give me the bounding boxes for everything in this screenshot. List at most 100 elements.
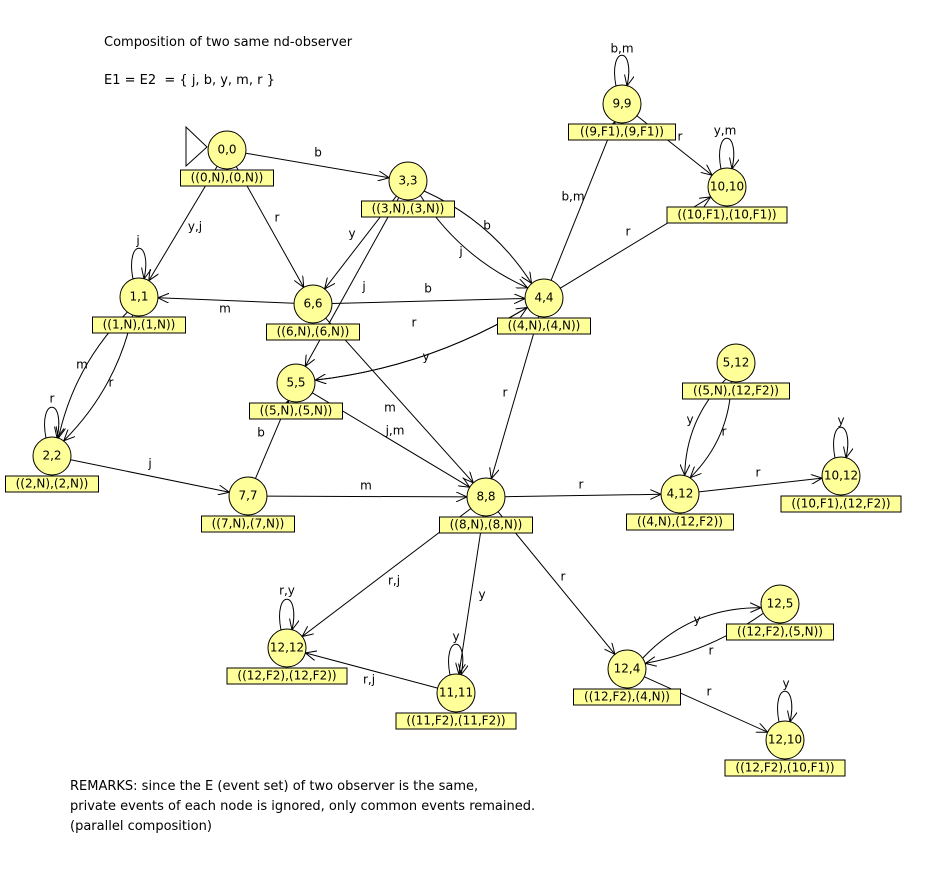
state-circle[interactable] — [716, 343, 756, 383]
state-tag-box — [573, 688, 681, 706]
self-loop-arrow — [131, 248, 146, 279]
state-circle[interactable] — [765, 720, 805, 760]
transition-arrow — [491, 316, 540, 479]
state-node-2-2[interactable]: 2,2 ((2,N),(2,N)) — [5, 436, 99, 493]
state-circle[interactable] — [207, 130, 247, 170]
state-tag: ((4,N),(12,F2)) — [637, 515, 723, 529]
edge-label: r — [707, 685, 712, 699]
self-loop-arrow — [44, 407, 59, 438]
edge-6-6-to-4-4: b — [331, 282, 525, 305]
state-node-6-6[interactable]: 6,6((6,N),(6,N)) — [266, 284, 360, 341]
state-circle[interactable] — [660, 474, 700, 514]
state-node-4-4[interactable]: 4,4((4,N),(4,N)) — [497, 278, 591, 335]
state-id: 10,12 — [824, 469, 858, 483]
edge-label: j — [361, 280, 365, 294]
state-tag: ((5,N),(5,N)) — [260, 404, 333, 418]
state-node-9-9[interactable]: 9,9((9,F1),(9,F1)) — [568, 84, 676, 141]
edge-label: b,m — [610, 42, 633, 56]
state-circle[interactable] — [276, 363, 316, 403]
state-circle[interactable] — [466, 477, 506, 517]
state-id: 7,7 — [238, 489, 257, 503]
transition-arrow — [315, 307, 527, 381]
edge-12-4-to-12-10: r — [644, 676, 767, 732]
edge-label: r — [579, 478, 584, 492]
edge-label: r — [412, 316, 417, 330]
transition-arrow — [266, 496, 467, 497]
state-node-8-8[interactable]: 8,8((8,N),(8,N)) — [439, 477, 533, 534]
edge-label: y — [837, 414, 844, 428]
state-circle[interactable] — [707, 167, 747, 207]
state-tag: ((4,N),(4,N)) — [508, 319, 581, 333]
edge-8-8-to-11-11: y — [459, 515, 486, 674]
state-circle[interactable] — [228, 476, 268, 516]
state-tag: ((12,F2),(5,N)) — [737, 625, 823, 639]
state-id: 2,2 — [42, 449, 61, 463]
state-node-12-5[interactable]: 12,5((12,F2),(5,N)) — [726, 584, 834, 641]
state-circle[interactable] — [119, 277, 159, 317]
edge-6-6-to-8-8: m — [325, 317, 474, 483]
state-circle[interactable] — [602, 84, 642, 124]
state-circle[interactable] — [436, 673, 476, 713]
state-circle[interactable] — [293, 284, 333, 324]
transition-arrow — [325, 317, 474, 483]
state-node-10-12[interactable]: 10,12((10,F1),(12,F2)) — [780, 456, 902, 513]
transition-arrow — [70, 459, 230, 492]
state-tag-box — [92, 316, 186, 334]
state-node-5-12[interactable]: 5,12((5,N),(12,F2)) — [682, 343, 790, 400]
transition-arrow — [644, 676, 767, 732]
state-tag: ((3,N),(3,N)) — [372, 202, 445, 216]
edge-label: y,m — [714, 124, 737, 138]
state-id: 11,11 — [439, 686, 473, 700]
state-node-12-10[interactable]: 12,10((12,F2),(10,F1)) — [724, 720, 846, 777]
transition-arrow — [645, 612, 764, 663]
state-circle[interactable] — [760, 584, 800, 624]
transition-arrow — [550, 122, 615, 281]
state-id: 1,1 — [129, 290, 148, 304]
state-id: 3,3 — [398, 174, 417, 188]
state-node-7-7[interactable]: 7,7((7,N),(7,N)) — [201, 476, 295, 533]
state-node-10-10[interactable]: 10,10((10,F1),(10,F1)) — [666, 167, 788, 224]
edge-11-11-to-12-12: r,j — [305, 653, 438, 689]
state-circle[interactable] — [524, 278, 564, 318]
state-node-3-3[interactable]: 3,3 ((3,N),(3,N)) — [361, 161, 455, 218]
state-tag: ((8,N),(8,N)) — [450, 518, 523, 532]
self-loop-arrow — [614, 55, 629, 86]
state-tag-box — [568, 123, 676, 141]
transition-arrow — [245, 152, 390, 178]
transition-arrow — [504, 494, 661, 496]
edge-8-8-to-4-12: r — [504, 478, 661, 497]
state-node-11-11[interactable]: 11,11 ((11,F2),(11,F2)) — [395, 673, 517, 730]
edge-1-1-to-2-2: m — [64, 315, 134, 441]
state-tag: ((2,N),(2,N)) — [16, 477, 89, 491]
state-tag: ((12,F2),(10,F1)) — [735, 761, 834, 775]
state-id: 12,4 — [614, 662, 641, 676]
state-circle[interactable] — [821, 456, 861, 496]
state-circle[interactable] — [607, 649, 647, 689]
transition-arrow — [305, 197, 400, 367]
state-circle[interactable] — [32, 436, 72, 476]
transition-arrow — [497, 511, 615, 655]
edge-label: y — [782, 677, 789, 691]
edge-5-5-to-4-4: y — [315, 307, 527, 381]
remarks-line: private events of each node is ignored, … — [70, 799, 536, 814]
state-node-0-0[interactable]: 0,0((0,N),(0,N)) — [180, 125, 274, 187]
state-node-5-5[interactable]: 5,5((5,N),(5,N)) — [249, 363, 343, 420]
state-id: 10,10 — [710, 180, 744, 194]
state-node-12-12[interactable]: 12,12((12,F2),(12,F2)) — [226, 628, 348, 685]
state-node-4-12[interactable]: 4,12((4,N),(12,F2)) — [626, 474, 734, 531]
state-node-12-4[interactable]: 12,4((12,F2),(4,N)) — [573, 649, 681, 706]
edge-3-3-to-4-4: b — [424, 190, 531, 283]
state-id: 6,6 — [303, 297, 322, 311]
state-circle[interactable] — [267, 628, 307, 668]
initial-state-marker — [185, 125, 208, 168]
edge-2-2-to-7-7: j — [70, 457, 230, 493]
state-node-1-1[interactable]: 1,1((1,N),(1,N)) — [92, 277, 186, 334]
edge-label: y — [686, 413, 693, 427]
state-tag: ((11,F2),(11,F2)) — [406, 714, 505, 728]
edge-label: y — [693, 613, 700, 627]
edge-label: b — [257, 426, 265, 440]
state-circle[interactable] — [388, 161, 428, 201]
state-tag-box — [439, 516, 533, 534]
edge-0-0-to-3-3: b — [245, 146, 390, 178]
edge-label: y — [422, 350, 429, 364]
